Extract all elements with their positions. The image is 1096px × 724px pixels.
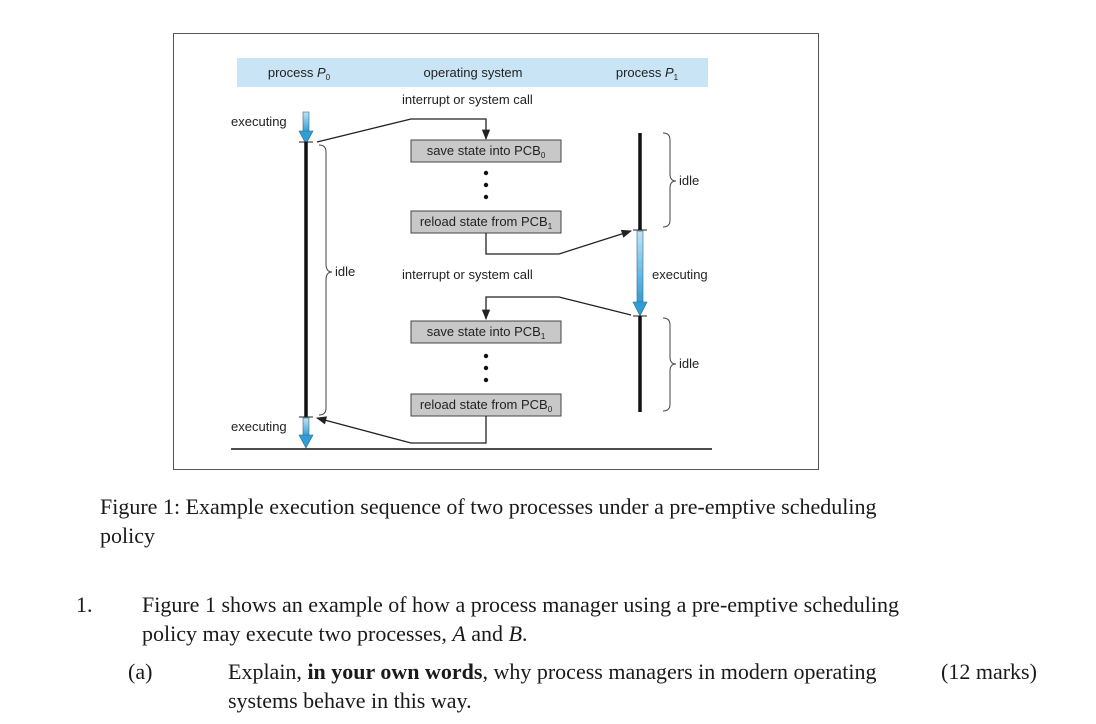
- variable-a: A: [452, 621, 466, 646]
- question-text-part1: Figure 1 shows an example of how a proce…: [142, 592, 899, 646]
- p0-idle-label: idle: [335, 264, 355, 279]
- ellipsis-dots-bottom: [483, 353, 489, 383]
- interrupt-label-top: interrupt or system call: [402, 92, 533, 107]
- box-reload-state-pcb1-label: reload state from PCB1: [420, 214, 553, 231]
- box-reload-state-pcb0-label: reload state from PCB0: [420, 397, 553, 414]
- p0-executing-label-top: executing: [231, 114, 287, 129]
- switch-arrow-p0-to-os: [316, 118, 491, 143]
- box-save-state-pcb0-label: save state into PCB0: [427, 143, 546, 160]
- switch-arrow-p1-to-os: [481, 296, 632, 321]
- p0-executing-arrow-bottom: [298, 417, 314, 449]
- box-save-state-pcb1: [410, 320, 562, 344]
- context-switch-diagram: process P0 operating system process P1 i…: [231, 58, 712, 450]
- figure-caption-prefix: Figure 1:: [100, 494, 186, 519]
- subquestion-label: (a): [128, 659, 153, 684]
- column-header-process-p1: process P1: [616, 65, 679, 82]
- p1-executing-arrow: [632, 230, 648, 317]
- p1-executing-label: executing: [652, 267, 708, 282]
- variable-b: B: [508, 621, 523, 646]
- p0-idle-brace: [318, 144, 333, 416]
- p1-idle-label-top: idle: [679, 173, 699, 188]
- subquestion-text-part2: , why process managers in modern operati…: [228, 659, 877, 713]
- subquestion-emphasis: in your own words: [307, 659, 483, 684]
- subquestion-text-part1: Explain,: [228, 659, 308, 684]
- question-text-and: and: [465, 621, 509, 646]
- subquestion-text: Explain, in your own words, why process …: [228, 657, 908, 715]
- p0-executing-arrow-top: [298, 111, 314, 145]
- column-header-process-p0: process P0: [268, 65, 331, 82]
- figure-caption: Figure 1: Example execution sequence of …: [100, 492, 900, 550]
- switch-arrow-os-to-p0: [315, 416, 487, 444]
- p1-idle-label-bottom: idle: [679, 356, 699, 371]
- box-save-state-pcb1-label: save state into PCB1: [427, 324, 546, 341]
- interrupt-label-middle: interrupt or system call: [402, 267, 533, 282]
- column-header-operating-system: operating system: [424, 65, 523, 80]
- p1-idle-brace-bottom: [662, 317, 677, 412]
- header-band: [237, 58, 708, 87]
- figure-caption-text: Example execution sequence of two proces…: [100, 494, 877, 548]
- p0-executing-label-bottom: executing: [231, 419, 287, 434]
- ellipsis-dots-top: [483, 170, 489, 200]
- switch-arrow-os-to-p1: [485, 229, 632, 255]
- question-text: Figure 1 shows an example of how a proce…: [142, 590, 902, 648]
- figure-1: process P0 operating system process P1 i…: [173, 33, 819, 470]
- box-save-state-pcb0: [410, 139, 562, 163]
- question-text-end: .: [522, 621, 528, 646]
- subquestion-marks: (12 marks): [941, 659, 1037, 684]
- question-number: 1.: [76, 592, 93, 617]
- p1-idle-brace-top: [662, 132, 677, 228]
